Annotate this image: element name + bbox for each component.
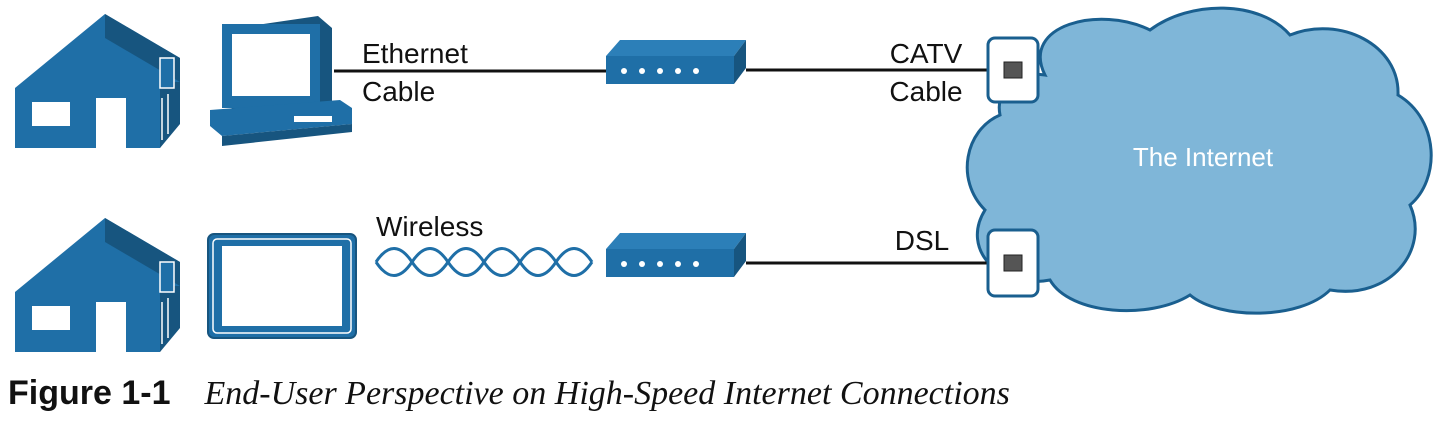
ethernet-label-line2: Cable <box>362 76 435 107</box>
catv-label-line2: Cable <box>889 76 962 107</box>
cloud-label: The Internet <box>1133 142 1274 172</box>
desktop-computer-icon <box>210 16 352 146</box>
figure-caption: Figure 1-1 End-User Perspective on High-S… <box>8 374 1010 413</box>
wall-outlet-icon-top <box>986 36 1040 104</box>
figure-number: Figure 1-1 <box>8 374 171 412</box>
dsl-modem-icon <box>606 233 746 277</box>
tablet-icon <box>207 233 357 339</box>
dsl-label: DSL <box>895 225 949 256</box>
house-icon-bottom <box>15 218 180 352</box>
house-icon-top <box>15 14 180 148</box>
wireless-signal-icon <box>374 247 594 277</box>
internet-cloud-icon: The Internet <box>965 6 1433 315</box>
cable-modem-icon <box>606 40 746 84</box>
figure-title: End-User Perspective on High-Speed Inter… <box>204 375 1010 412</box>
catv-label-line1: CATV <box>890 38 963 69</box>
wall-outlet-icon-bottom <box>986 228 1040 298</box>
ethernet-label-line1: Ethernet <box>362 38 468 69</box>
wireless-label: Wireless <box>376 211 483 242</box>
network-diagram: The Internet Ethernet <box>15 6 1433 352</box>
